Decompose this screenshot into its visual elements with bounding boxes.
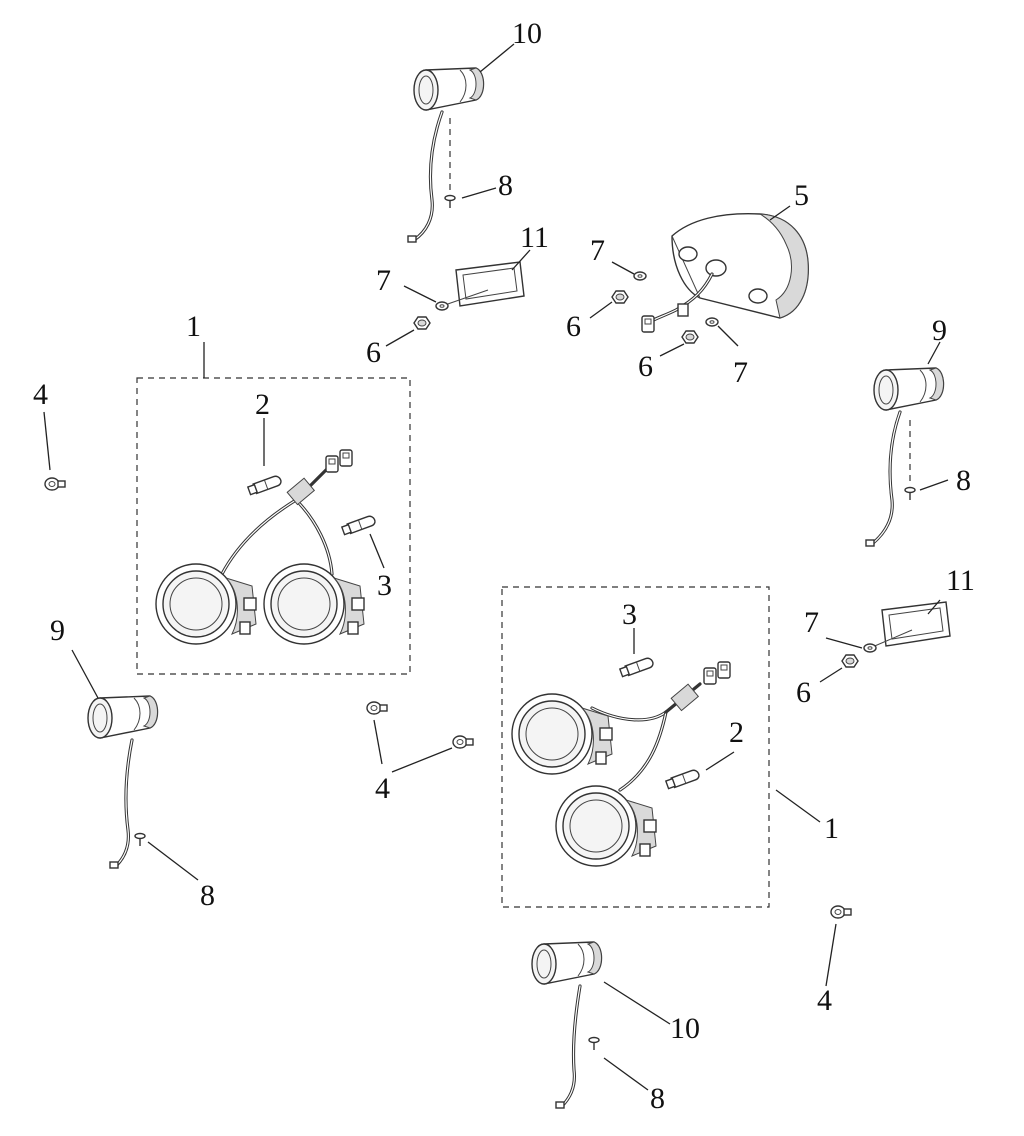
callout-6-right: 6 [796, 676, 811, 709]
callout-7-tail-bottom: 7 [733, 356, 748, 389]
callout-4-far-left: 4 [33, 378, 48, 411]
leader-lines [43, 43, 949, 1091]
turn-signal-bottom [531, 941, 603, 1109]
callout-6-tail-bottom: 6 [638, 350, 653, 383]
callout-10-top: 10 [512, 17, 542, 50]
screw-right [904, 486, 916, 501]
callout-labels: 10 8 11 7 6 5 7 6 6 7 1 2 3 4 9 8 11 7 6… [33, 17, 975, 1115]
callout-11-right: 11 [946, 564, 975, 597]
callout-7-right: 7 [804, 606, 819, 639]
bolt-lower-right [830, 905, 852, 919]
washer-tail-top [633, 271, 647, 281]
callout-7-left: 7 [376, 264, 391, 297]
screw-left [134, 832, 146, 847]
callout-9-right: 9 [932, 314, 947, 347]
callout-8-right: 8 [956, 464, 971, 497]
callout-4-lower-right: 4 [817, 984, 832, 1017]
turn-signal-left [87, 695, 159, 869]
screw-top [444, 194, 456, 209]
callout-9-left: 9 [50, 614, 65, 647]
callout-8-top: 8 [498, 169, 513, 202]
callout-3-right: 3 [622, 598, 637, 631]
nut-left [413, 316, 431, 330]
callout-11-left: 11 [520, 221, 549, 254]
bolt-center-lower [452, 735, 474, 749]
callout-4-center: 4 [375, 772, 390, 805]
lamp-kit-right-box [501, 586, 770, 908]
callout-8-bottom: 8 [650, 1082, 665, 1115]
screw-bottom [588, 1036, 600, 1051]
lamp-kit-left-box [136, 377, 411, 675]
bolt-center-upper [366, 701, 388, 715]
turn-signal-top [407, 67, 485, 243]
washer-left [435, 301, 449, 311]
callout-2-left: 2 [255, 388, 270, 421]
turn-signal-right [865, 367, 945, 547]
callout-3-left: 3 [377, 569, 392, 602]
callout-10-bottom: 10 [670, 1012, 700, 1045]
callout-1-left: 1 [186, 310, 201, 343]
nut-tail-bottom [681, 330, 699, 344]
lamp-kit-left [155, 449, 377, 645]
callout-7-tail-top: 7 [590, 234, 605, 267]
reflector-right [881, 601, 951, 647]
lamp-kit-right [511, 656, 731, 867]
callout-1-right: 1 [824, 812, 839, 845]
washer-right [863, 643, 877, 653]
callout-5: 5 [794, 179, 809, 212]
callout-6-left: 6 [366, 336, 381, 369]
bolt-far-left [44, 477, 66, 491]
callout-8-left: 8 [200, 879, 215, 912]
nut-right [841, 654, 859, 668]
nut-tail-top [611, 290, 629, 304]
callout-2-right: 2 [729, 716, 744, 749]
tail-light [641, 212, 809, 333]
washer-tail-bottom [705, 317, 719, 327]
callout-6-tail-top: 6 [566, 310, 581, 343]
